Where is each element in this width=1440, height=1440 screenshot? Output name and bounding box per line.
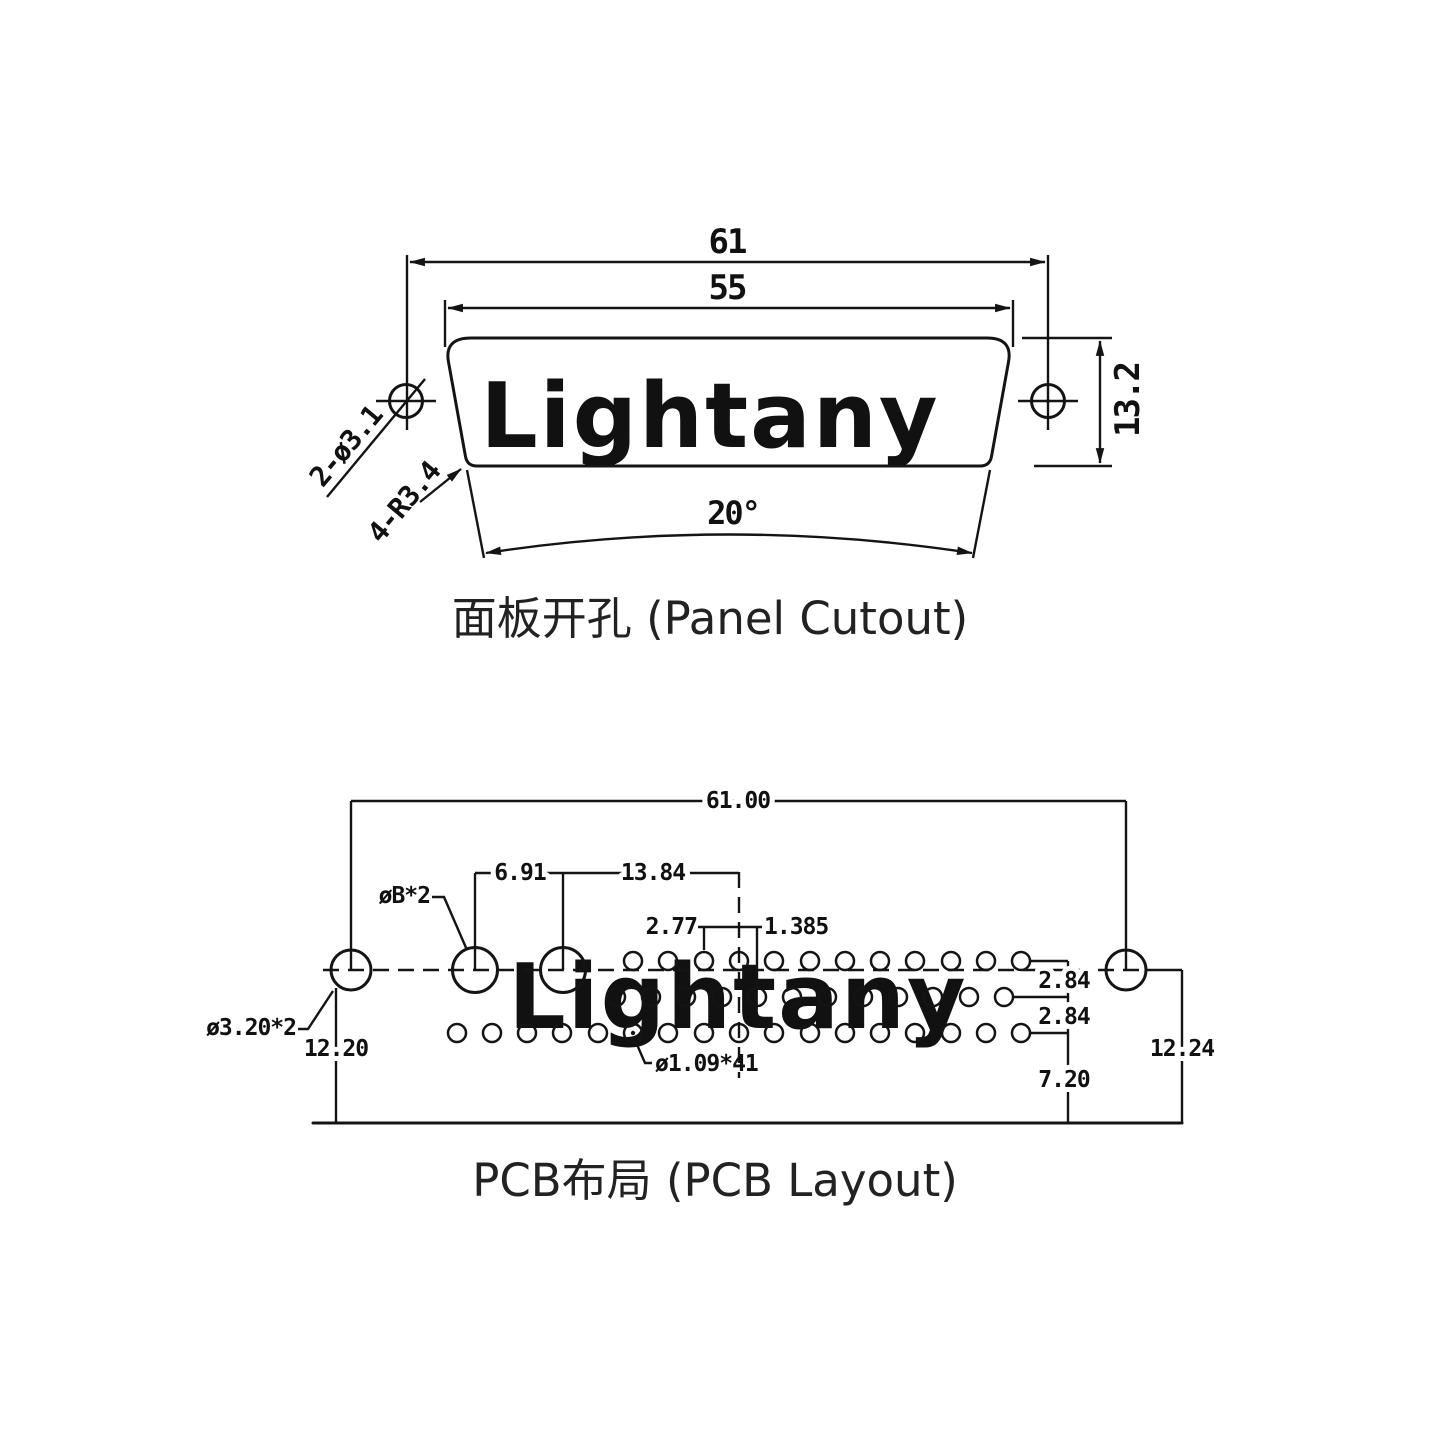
leader-power-holes: øB*2	[379, 883, 469, 951]
leader-line	[419, 468, 462, 503]
pcb-layout-drawing: 61.00	[206, 783, 1220, 1207]
leader-pin-holes: ø1.09*41	[633, 1039, 759, 1077]
dim-text: 1.385	[764, 914, 828, 940]
leader-line	[326, 378, 426, 498]
dim-12-20: 12.20	[299, 988, 374, 1123]
dim-text: 12.20	[304, 1036, 368, 1062]
dim-text: 13.84	[621, 860, 685, 886]
leader-text: ø1.09*41	[655, 1051, 758, 1077]
dim-text: 2.84	[1038, 1004, 1090, 1030]
dim-text: 6.91	[494, 860, 546, 886]
leader-text: ø3.20*2	[206, 1015, 296, 1041]
dim-text: 20°	[707, 494, 759, 532]
leader-text: 2-ø3.1	[303, 399, 390, 493]
dim-text: 55	[709, 268, 746, 308]
leader-text: 4-R3.4	[361, 455, 448, 549]
dim-13-2: 13.2	[1022, 336, 1148, 468]
leader-line	[432, 895, 469, 951]
pcb-layout-title: PCB布局 (PCB Layout)	[472, 1154, 958, 1207]
dim-text: 7.20	[1038, 1067, 1090, 1093]
leader-corner-radius: 4-R3.4	[361, 455, 462, 549]
dim-pitch: 2.77 1.385	[646, 914, 829, 987]
pin-row-3	[446, 1022, 1032, 1044]
dim-angle-20: 20°	[465, 469, 992, 559]
angle-arc	[485, 533, 973, 555]
cutout-outline	[446, 336, 1011, 468]
center-dot	[1046, 399, 1050, 403]
dim-55: 55	[443, 268, 1015, 347]
dim-text: 61	[709, 222, 746, 262]
watermark-top: Lightany	[480, 364, 939, 469]
dim-text: 2.77	[646, 914, 698, 940]
leader-pcb-mount-holes: ø3.20*2	[206, 990, 335, 1041]
extension-line	[465, 469, 486, 559]
dim-61: 61	[405, 222, 1050, 430]
pcb-mount-hole-left	[329, 948, 373, 992]
leader-text: øB*2	[379, 883, 430, 909]
dim-13-84: 13.84	[563, 855, 739, 891]
dim-12-24: 12.24	[1145, 968, 1220, 1123]
pin-row-2	[605, 986, 1015, 1008]
dim-text: 13.2	[1108, 363, 1148, 437]
extension-line	[971, 469, 992, 559]
marked-pin-dot	[630, 1030, 636, 1036]
dim-text: 2.84	[1038, 968, 1090, 994]
dim-text: 12.24	[1150, 1036, 1214, 1062]
dim-61-00: 61.00	[349, 783, 1128, 970]
dim-6-91: 6.91	[473, 855, 565, 970]
pin-row-1	[622, 950, 1032, 972]
leader-line	[633, 1039, 652, 1065]
dim-text: 61.00	[706, 788, 770, 814]
panel-cutout-title: 面板开孔 (Panel Cutout)	[452, 592, 968, 645]
leader-line	[298, 990, 335, 1031]
mount-hole-right	[1018, 383, 1078, 419]
dim-row-gaps: 2.84 2.84 7.20	[1013, 959, 1096, 1123]
